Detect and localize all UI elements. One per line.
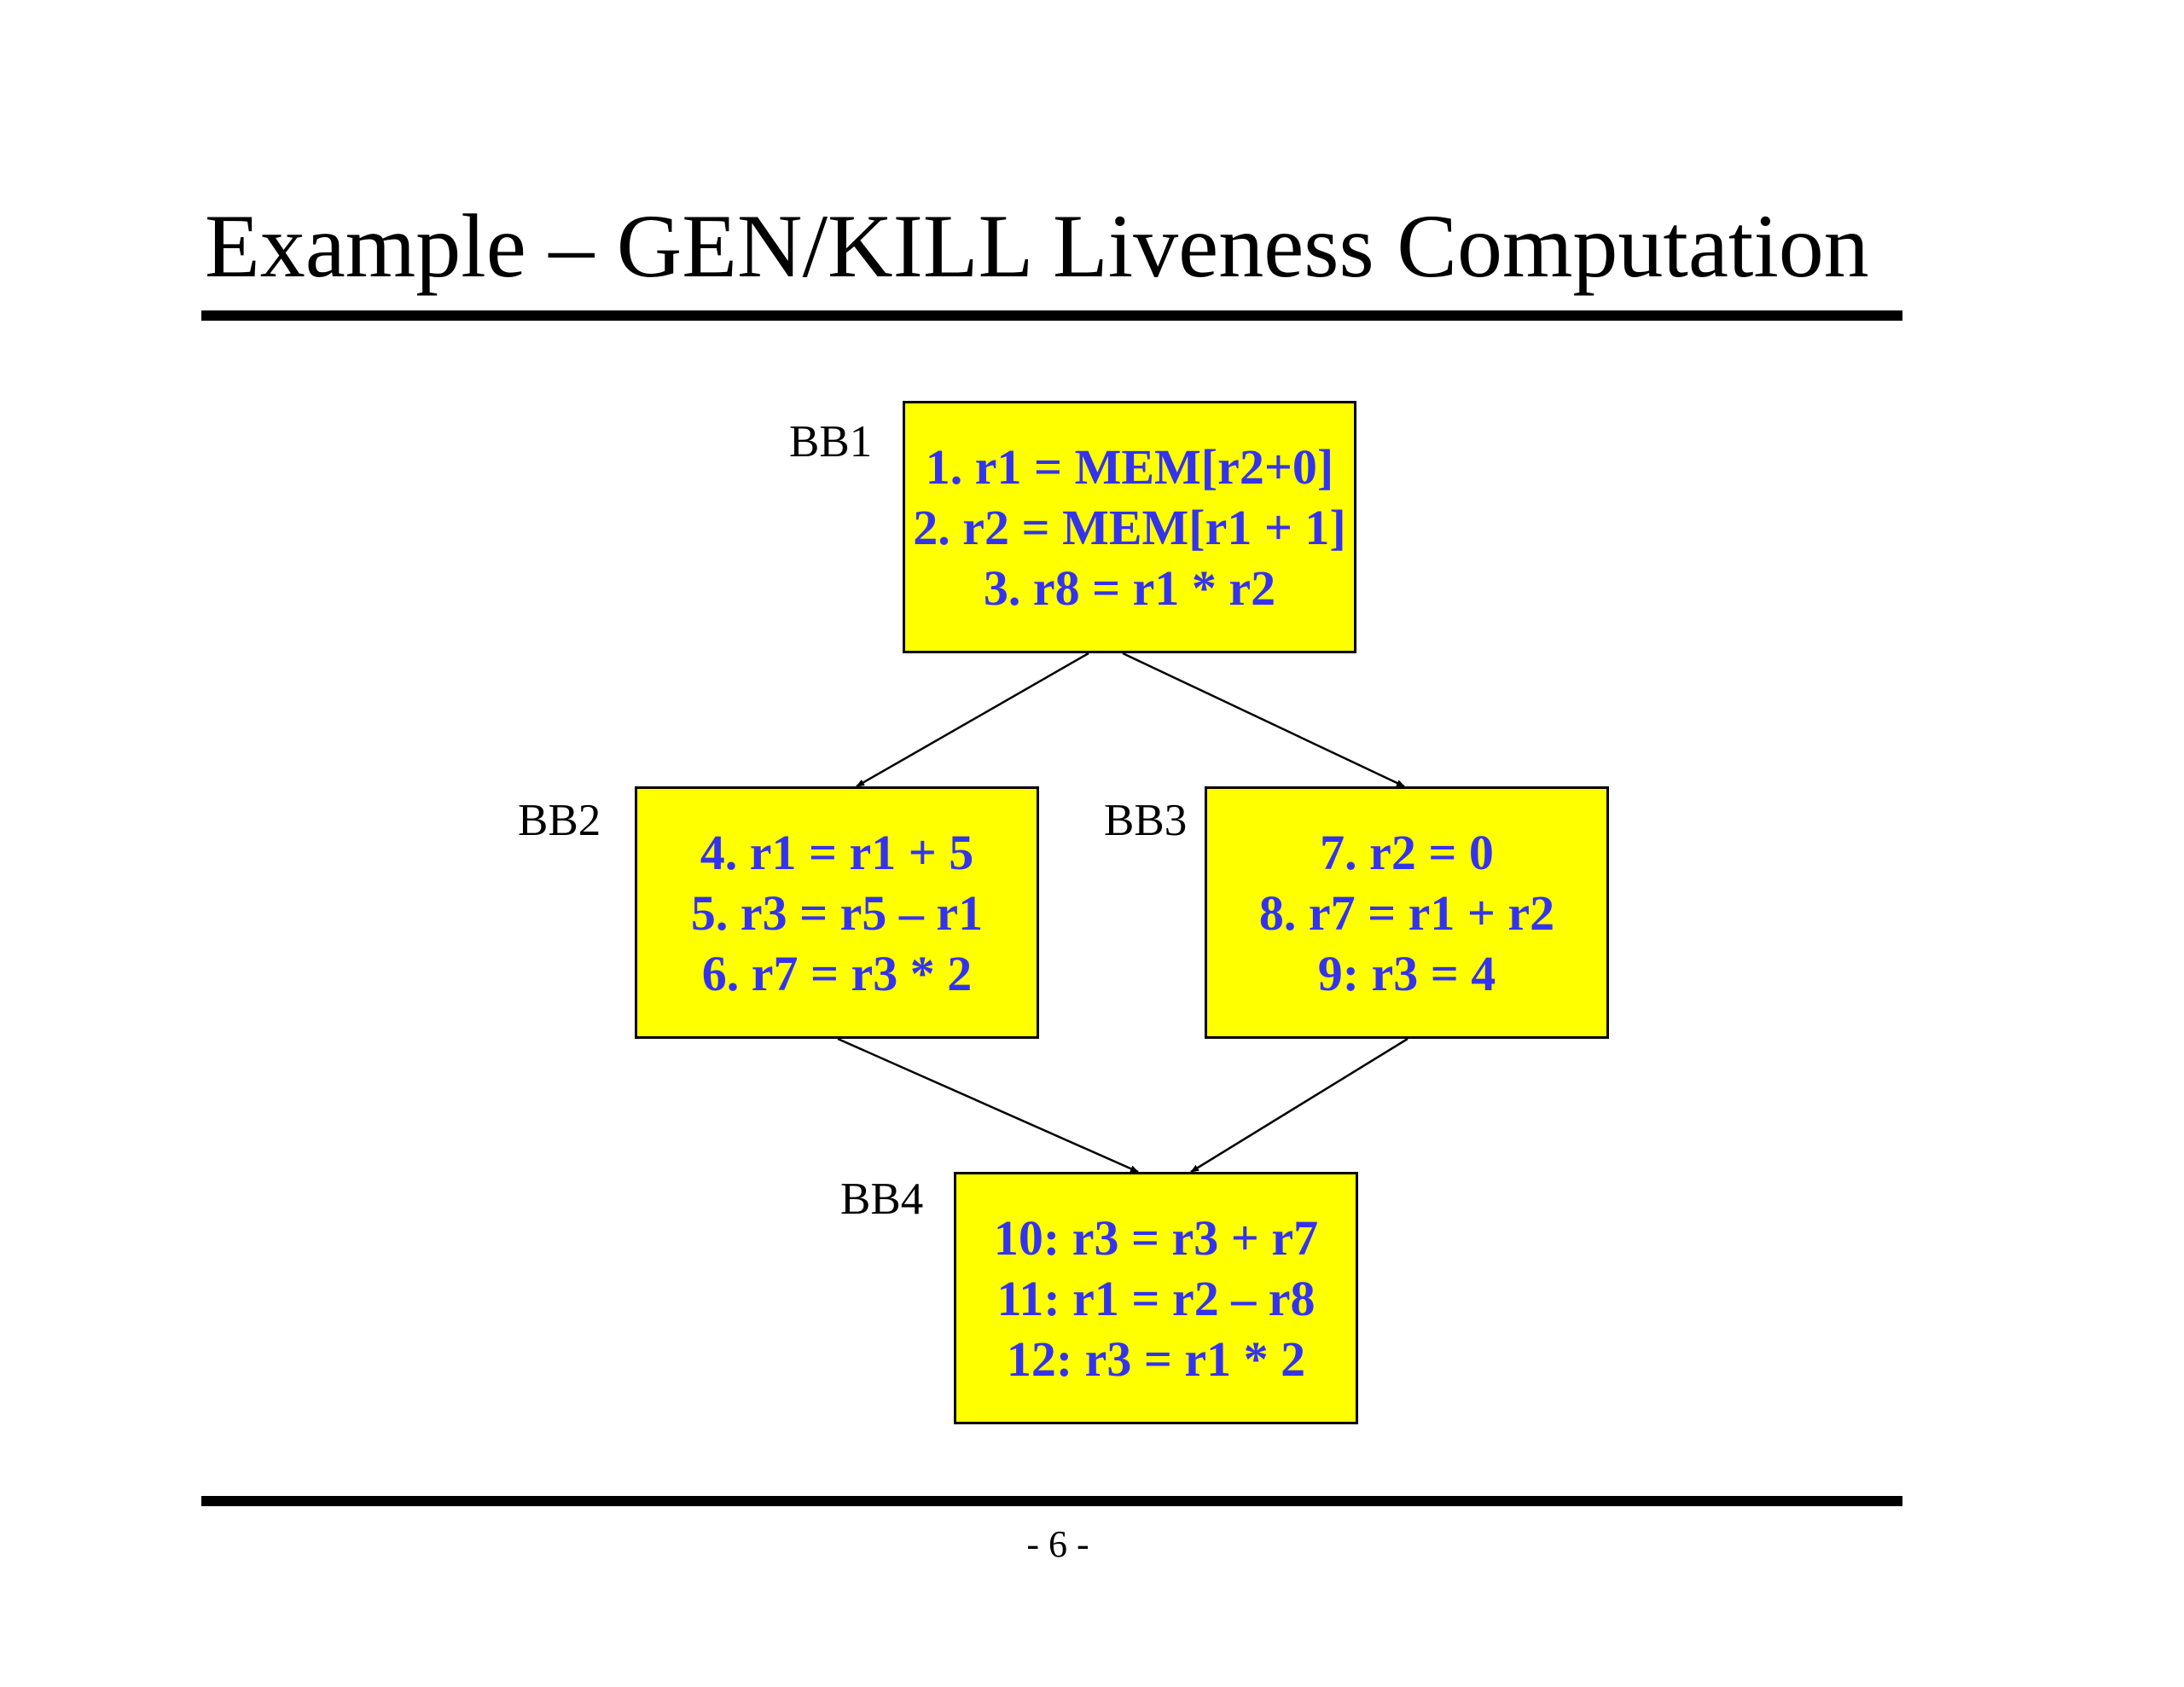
instruction: 1. r1 = MEM[r2+0] (925, 438, 1334, 495)
instruction: 4. r1 = r1 + 5 (700, 824, 974, 880)
instruction: 7. r2 = 0 (1320, 824, 1494, 880)
edge-bb1-bb3 (1122, 652, 1405, 788)
slide-title: Example – GEN/KILL Liveness Computation (205, 196, 1869, 296)
instruction: 8. r7 = r1 + r2 (1258, 884, 1555, 941)
bb3-label: BB3 (1104, 796, 1188, 845)
edge-bb3-bb4 (1190, 1037, 1409, 1174)
bb2-label: BB2 (518, 796, 601, 845)
instruction: 6. r7 = r3 * 2 (701, 945, 973, 1001)
page-number: - 6 - (1026, 1523, 1089, 1565)
bb3-block: 7. r2 = 0 8. r7 = r1 + r2 9: r3 = 4 (1205, 786, 1609, 1039)
bb2-block: 4. r1 = r1 + 5 5. r3 = r5 – r1 6. r7 = r… (635, 786, 1039, 1039)
title-rule (201, 310, 1902, 321)
instruction: 10: r3 = r3 + r7 (993, 1209, 1319, 1266)
instruction: 3. r8 = r1 * r2 (983, 559, 1276, 616)
bb4-label: BB4 (840, 1174, 924, 1224)
edge-bb1-bb2 (856, 652, 1089, 788)
bb1-label: BB1 (789, 417, 873, 467)
bb4-block: 10: r3 = r3 + r7 11: r1 = r2 – r8 12: r3… (954, 1172, 1358, 1424)
instruction: 9: r3 = 4 (1317, 945, 1496, 1001)
edge-bb2-bb4 (837, 1037, 1139, 1174)
instruction: 5. r3 = r5 – r1 (690, 884, 984, 941)
instruction: 2. r2 = MEM[r1 + 1] (913, 499, 1346, 555)
instruction: 12: r3 = r1 * 2 (1006, 1330, 1306, 1387)
bb1-block: 1. r1 = MEM[r2+0] 2. r2 = MEM[r1 + 1] 3.… (903, 401, 1356, 653)
instruction: 11: r1 = r2 – r8 (996, 1270, 1316, 1326)
footer-rule (201, 1496, 1902, 1506)
